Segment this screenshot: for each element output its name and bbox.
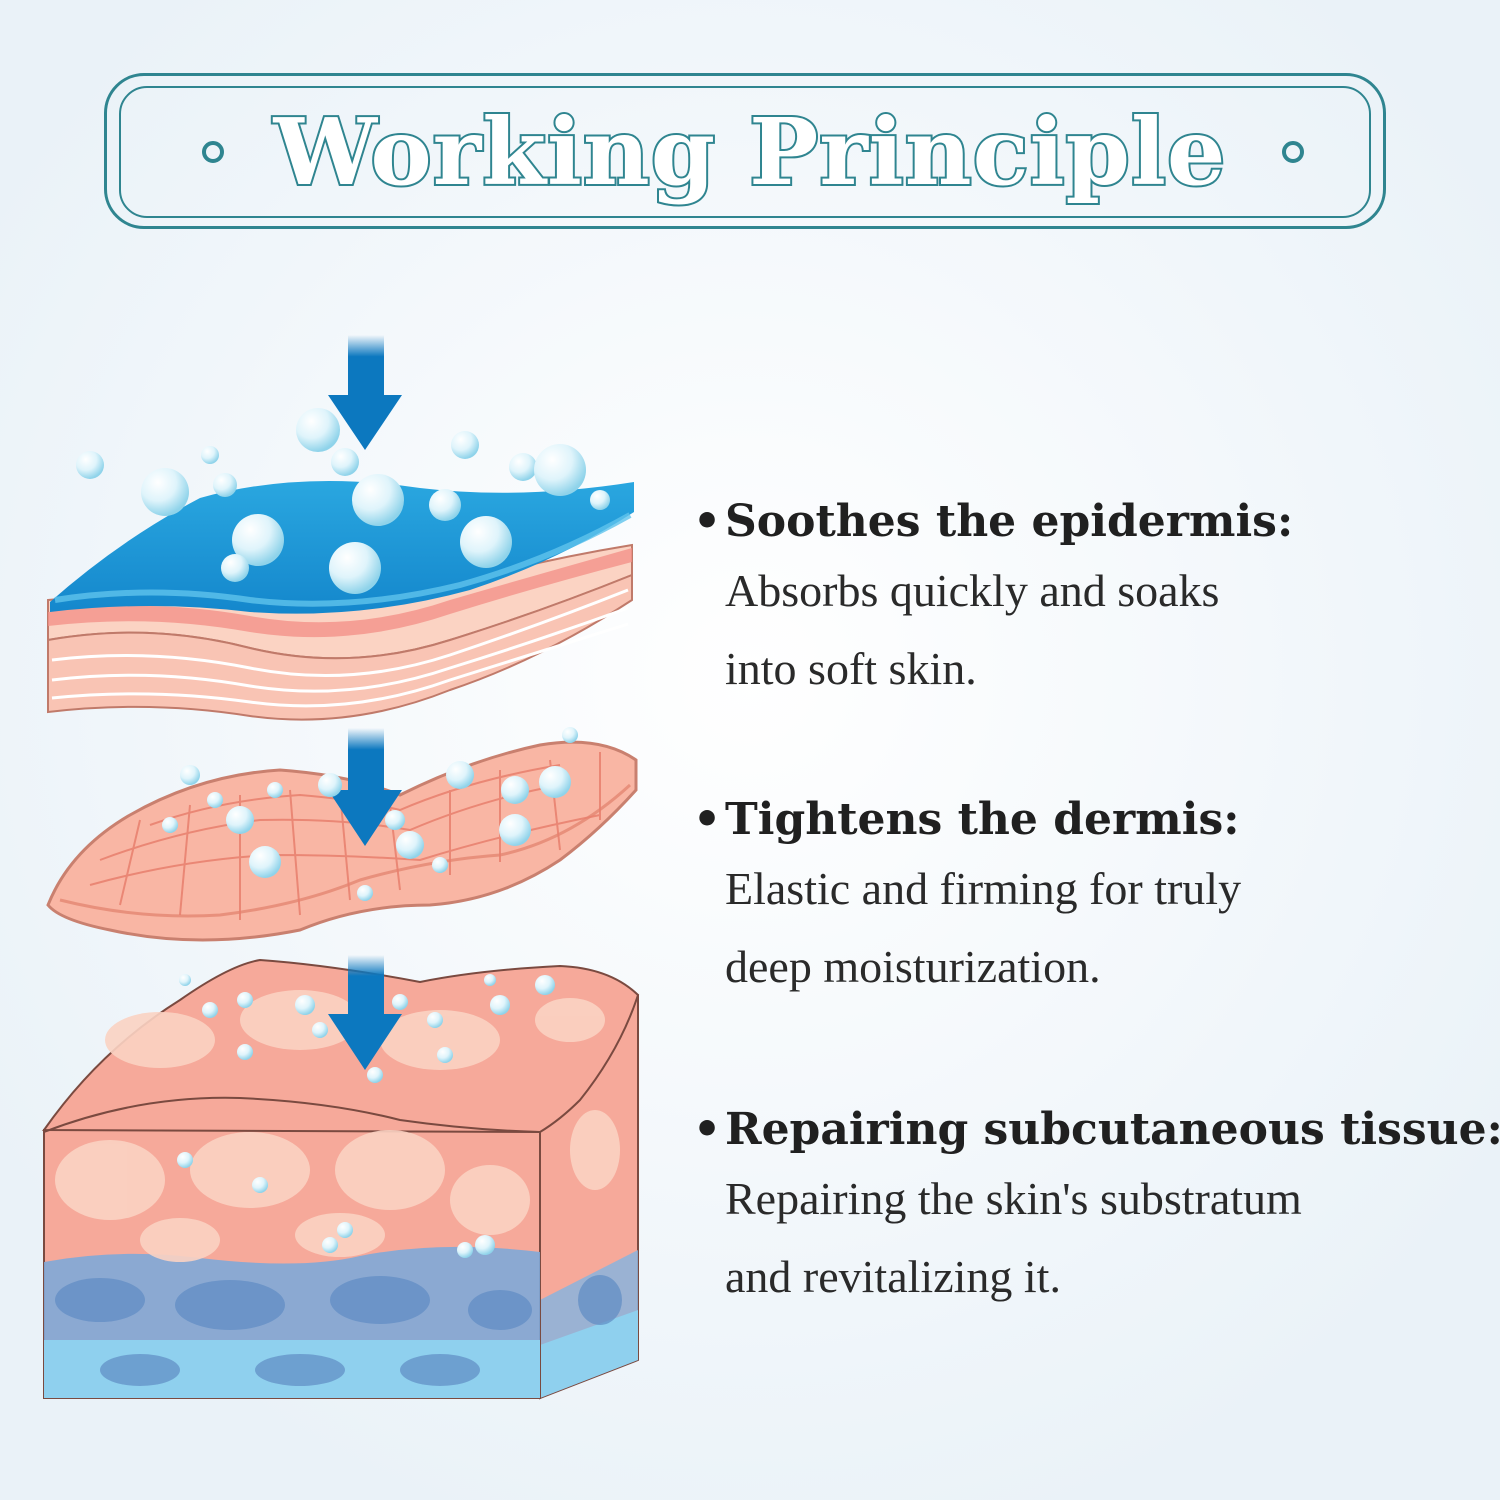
bubble-icon	[509, 453, 537, 481]
benefit-description-line: and revitalizing it.	[725, 1251, 1061, 1302]
bubble-icon	[539, 766, 571, 798]
bubble-icon	[202, 1002, 218, 1018]
benefit-heading: Repairing subcutaneous tissue:	[725, 1104, 1500, 1155]
bubble-icon	[237, 992, 253, 1008]
bubble-icon	[499, 814, 531, 846]
title-banner-inner-frame	[119, 86, 1371, 218]
bubble-icon	[457, 1242, 473, 1258]
moisture-bubbles	[76, 408, 610, 1258]
benefit-description-line: into soft skin.	[725, 643, 977, 694]
bubble-icon	[207, 792, 223, 808]
bubble-icon	[226, 806, 254, 834]
bubble-icon	[179, 974, 191, 986]
bubble-icon	[446, 761, 474, 789]
bubble-icon	[432, 857, 448, 873]
down-arrow-icon-1	[328, 335, 402, 450]
bubble-icon	[392, 994, 408, 1010]
bullet-icon: •	[693, 1104, 722, 1155]
bubble-icon	[484, 974, 496, 986]
bubble-icon	[352, 474, 404, 526]
bubble-icon	[460, 516, 512, 568]
bubble-icon	[357, 885, 373, 901]
banner-left-dot-icon	[202, 141, 224, 163]
bubble-icon	[252, 1177, 268, 1193]
bubble-icon	[427, 1012, 443, 1028]
subcutaneous-layer	[42, 958, 640, 1400]
bubble-icon	[221, 554, 249, 582]
benefit-heading: Tightens the dermis:	[725, 794, 1240, 845]
bubble-icon	[475, 1235, 495, 1255]
benefit-item-subcutaneous: •Repairing subcutaneous tissue: Repairin…	[693, 1100, 1500, 1316]
bubble-icon	[396, 831, 424, 859]
bubble-icon	[249, 846, 281, 878]
bubble-icon	[162, 817, 178, 833]
bubble-icon	[237, 1044, 253, 1060]
bubble-icon	[177, 1152, 193, 1168]
bubble-icon	[437, 1047, 453, 1063]
bubble-icon	[385, 810, 405, 830]
bubble-icon	[534, 444, 586, 496]
bubble-icon	[141, 468, 189, 516]
down-arrow-icon-3	[328, 955, 402, 1070]
bubble-icon	[267, 782, 283, 798]
title-banner-frame	[104, 73, 1386, 229]
bubble-icon	[318, 773, 342, 797]
bubble-icon	[590, 490, 610, 510]
bubble-icon	[501, 776, 529, 804]
bubble-icon	[367, 1067, 383, 1083]
benefit-description-line: Elastic and firming for truly	[725, 863, 1242, 914]
bubble-icon	[535, 975, 555, 995]
bubble-icon	[429, 489, 461, 521]
page-title: Working Principle	[272, 96, 1228, 208]
bubble-icon	[76, 451, 104, 479]
skin-layers-diagram	[42, 335, 640, 1400]
down-arrow-icon-2	[328, 728, 402, 846]
benefit-description-line: Repairing the skin's substratum	[725, 1173, 1302, 1224]
bubble-icon	[296, 408, 340, 452]
bullet-icon: •	[693, 794, 722, 845]
bubble-icon	[232, 514, 284, 566]
benefit-item-dermis: •Tightens the dermis: Elastic and firmin…	[693, 790, 1493, 1006]
banner-right-dot-icon	[1282, 141, 1304, 163]
bubble-icon	[322, 1237, 338, 1253]
benefit-description-line: Absorbs quickly and soaks	[725, 565, 1220, 616]
bubble-icon	[337, 1222, 353, 1238]
bubble-icon	[201, 446, 219, 464]
bubble-icon	[490, 995, 510, 1015]
bullet-icon: •	[693, 496, 722, 547]
bubble-icon	[312, 1022, 328, 1038]
bubble-icon	[180, 765, 200, 785]
bubble-icon	[451, 431, 479, 459]
bubble-icon	[329, 542, 381, 594]
bubble-icon	[213, 473, 237, 497]
benefit-heading: Soothes the epidermis:	[725, 496, 1294, 547]
benefit-description-line: deep moisturization.	[725, 941, 1101, 992]
bubble-icon	[295, 995, 315, 1015]
bubble-icon	[562, 727, 578, 743]
benefit-item-epidermis: •Soothes the epidermis: Absorbs quickly …	[693, 492, 1493, 708]
bubble-icon	[331, 448, 359, 476]
